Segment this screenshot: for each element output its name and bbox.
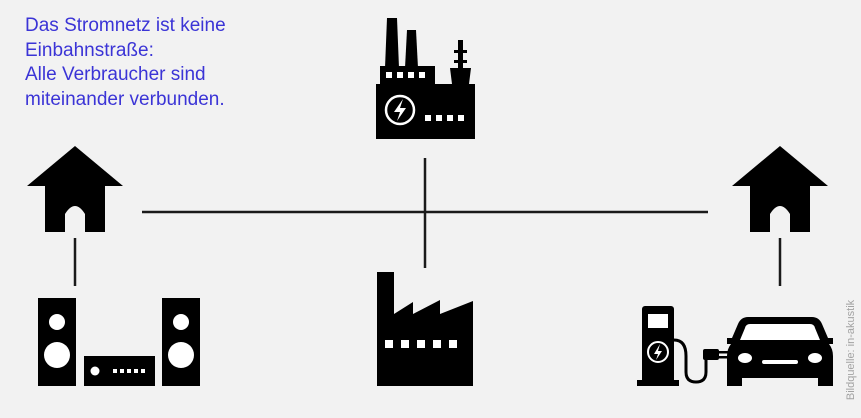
headline-line-2: Einbahnstraße: — [25, 39, 154, 61]
stereo-system-icon — [38, 298, 200, 386]
grid-lines — [73, 158, 782, 286]
electric-car-icon — [727, 317, 833, 386]
image-credit: Bildquelle: in-akustik — [845, 299, 857, 401]
headline: Das Stromnetz ist keine Einbahnstraße: A… — [25, 14, 226, 112]
headline-line-3: Alle Verbraucher sind — [25, 64, 206, 85]
house-icon — [27, 146, 123, 232]
factory-icon — [377, 272, 473, 386]
headline-line-4: miteinander verbunden. — [25, 88, 225, 110]
power-plant-icon — [376, 18, 475, 139]
ev-charging-station-icon — [637, 306, 728, 386]
headline-line-1: Das Stromnetz ist keine — [25, 15, 226, 36]
house-icon — [732, 146, 828, 232]
